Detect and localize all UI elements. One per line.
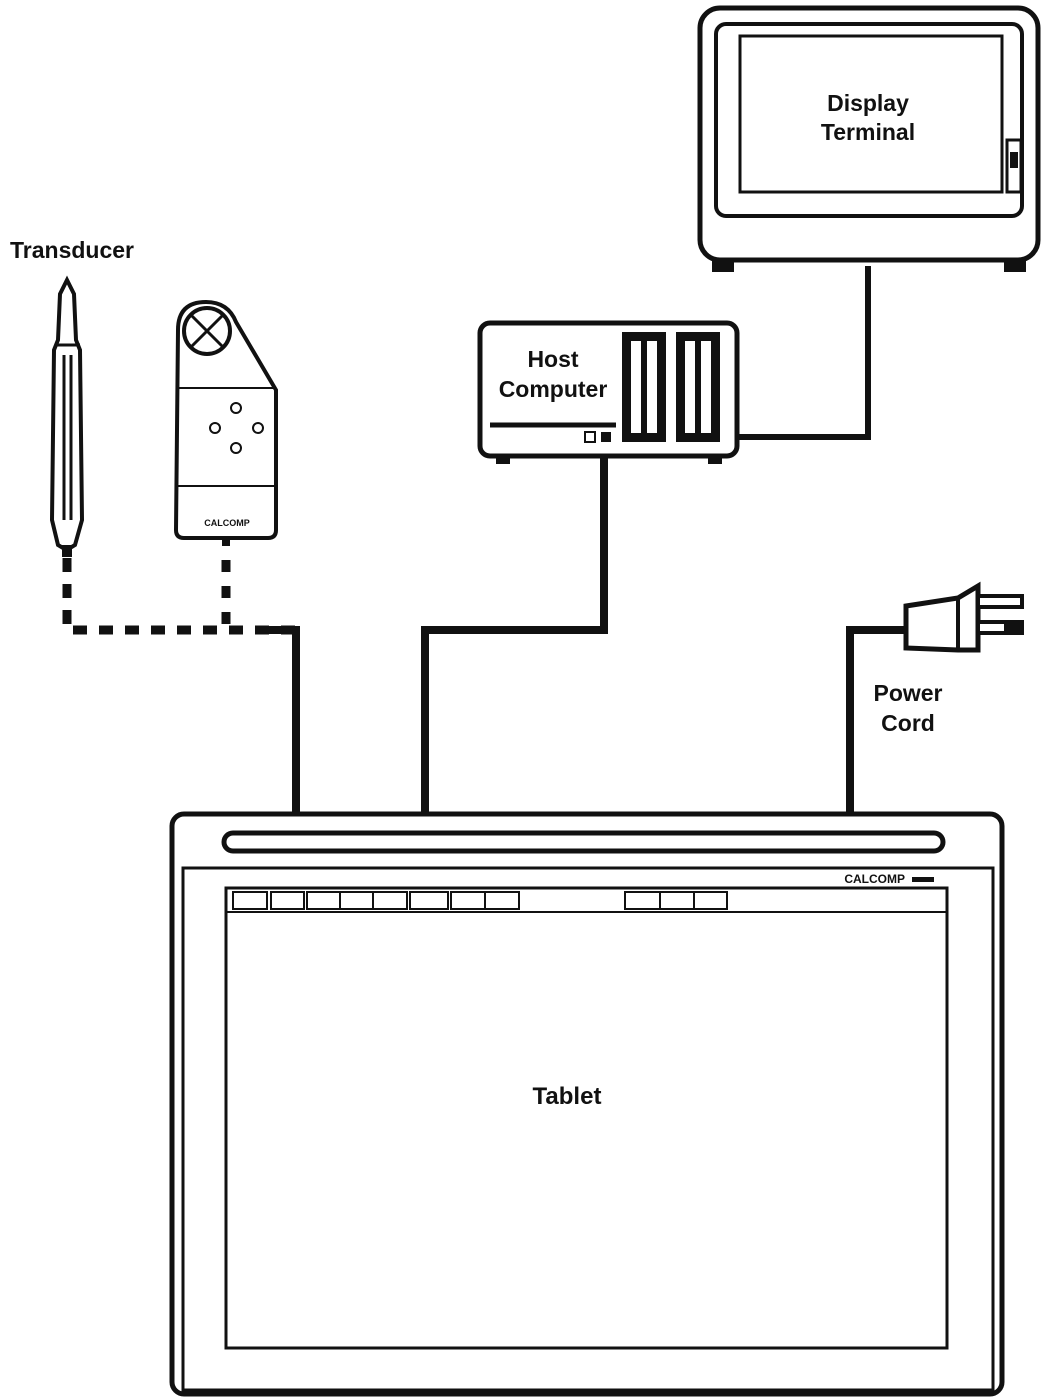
tablet-top-slot	[221, 830, 946, 854]
function-key	[624, 891, 661, 910]
puck-button-right	[252, 422, 264, 434]
terminal-foot-left	[712, 260, 734, 272]
power-plug-icon	[903, 581, 1024, 653]
power-label-line1: Power	[873, 680, 942, 706]
display-label-line2: Terminal	[821, 119, 915, 145]
transducer-label: Transducer	[10, 237, 134, 263]
puck-button-bottom	[230, 442, 242, 454]
host-label-line2: Computer	[499, 376, 608, 402]
tablet-active-area	[224, 886, 949, 1350]
puck-brand: CALCOMP	[204, 518, 250, 528]
function-key	[232, 891, 268, 910]
function-key	[339, 891, 374, 910]
host-label-line1: Host	[527, 346, 578, 372]
stylus-pen	[49, 275, 85, 557]
tablet-host-cable	[421, 456, 608, 812]
power-label-line2: Cord	[881, 710, 935, 736]
tablet-transducer-cable	[264, 626, 300, 812]
tablet-label: Tablet	[533, 1083, 602, 1110]
terminal-foot-right	[1004, 260, 1026, 272]
tablet-function-keys	[232, 891, 728, 910]
tablet: CALCOMP Tablet	[169, 811, 1005, 1397]
function-key	[306, 891, 341, 910]
function-key	[484, 891, 520, 910]
function-key	[450, 891, 486, 910]
tablet-brand-mark	[912, 877, 934, 882]
display-label-line1: Display	[827, 90, 909, 116]
cursor-puck: CALCOMP	[173, 299, 278, 546]
pen-cable	[62, 558, 296, 635]
function-key	[659, 891, 695, 910]
display-terminal: Display Terminal	[697, 5, 1041, 272]
power-cable	[846, 626, 906, 812]
tablet-brand: CALCOMP	[844, 872, 905, 886]
puck-button-left	[209, 422, 221, 434]
function-key	[372, 891, 408, 910]
function-key	[693, 891, 728, 910]
puck-button-top	[230, 402, 242, 414]
function-key	[409, 891, 449, 910]
function-key	[270, 891, 305, 910]
host-display-cable	[737, 266, 871, 440]
host-computer: Host Computer	[477, 320, 740, 464]
